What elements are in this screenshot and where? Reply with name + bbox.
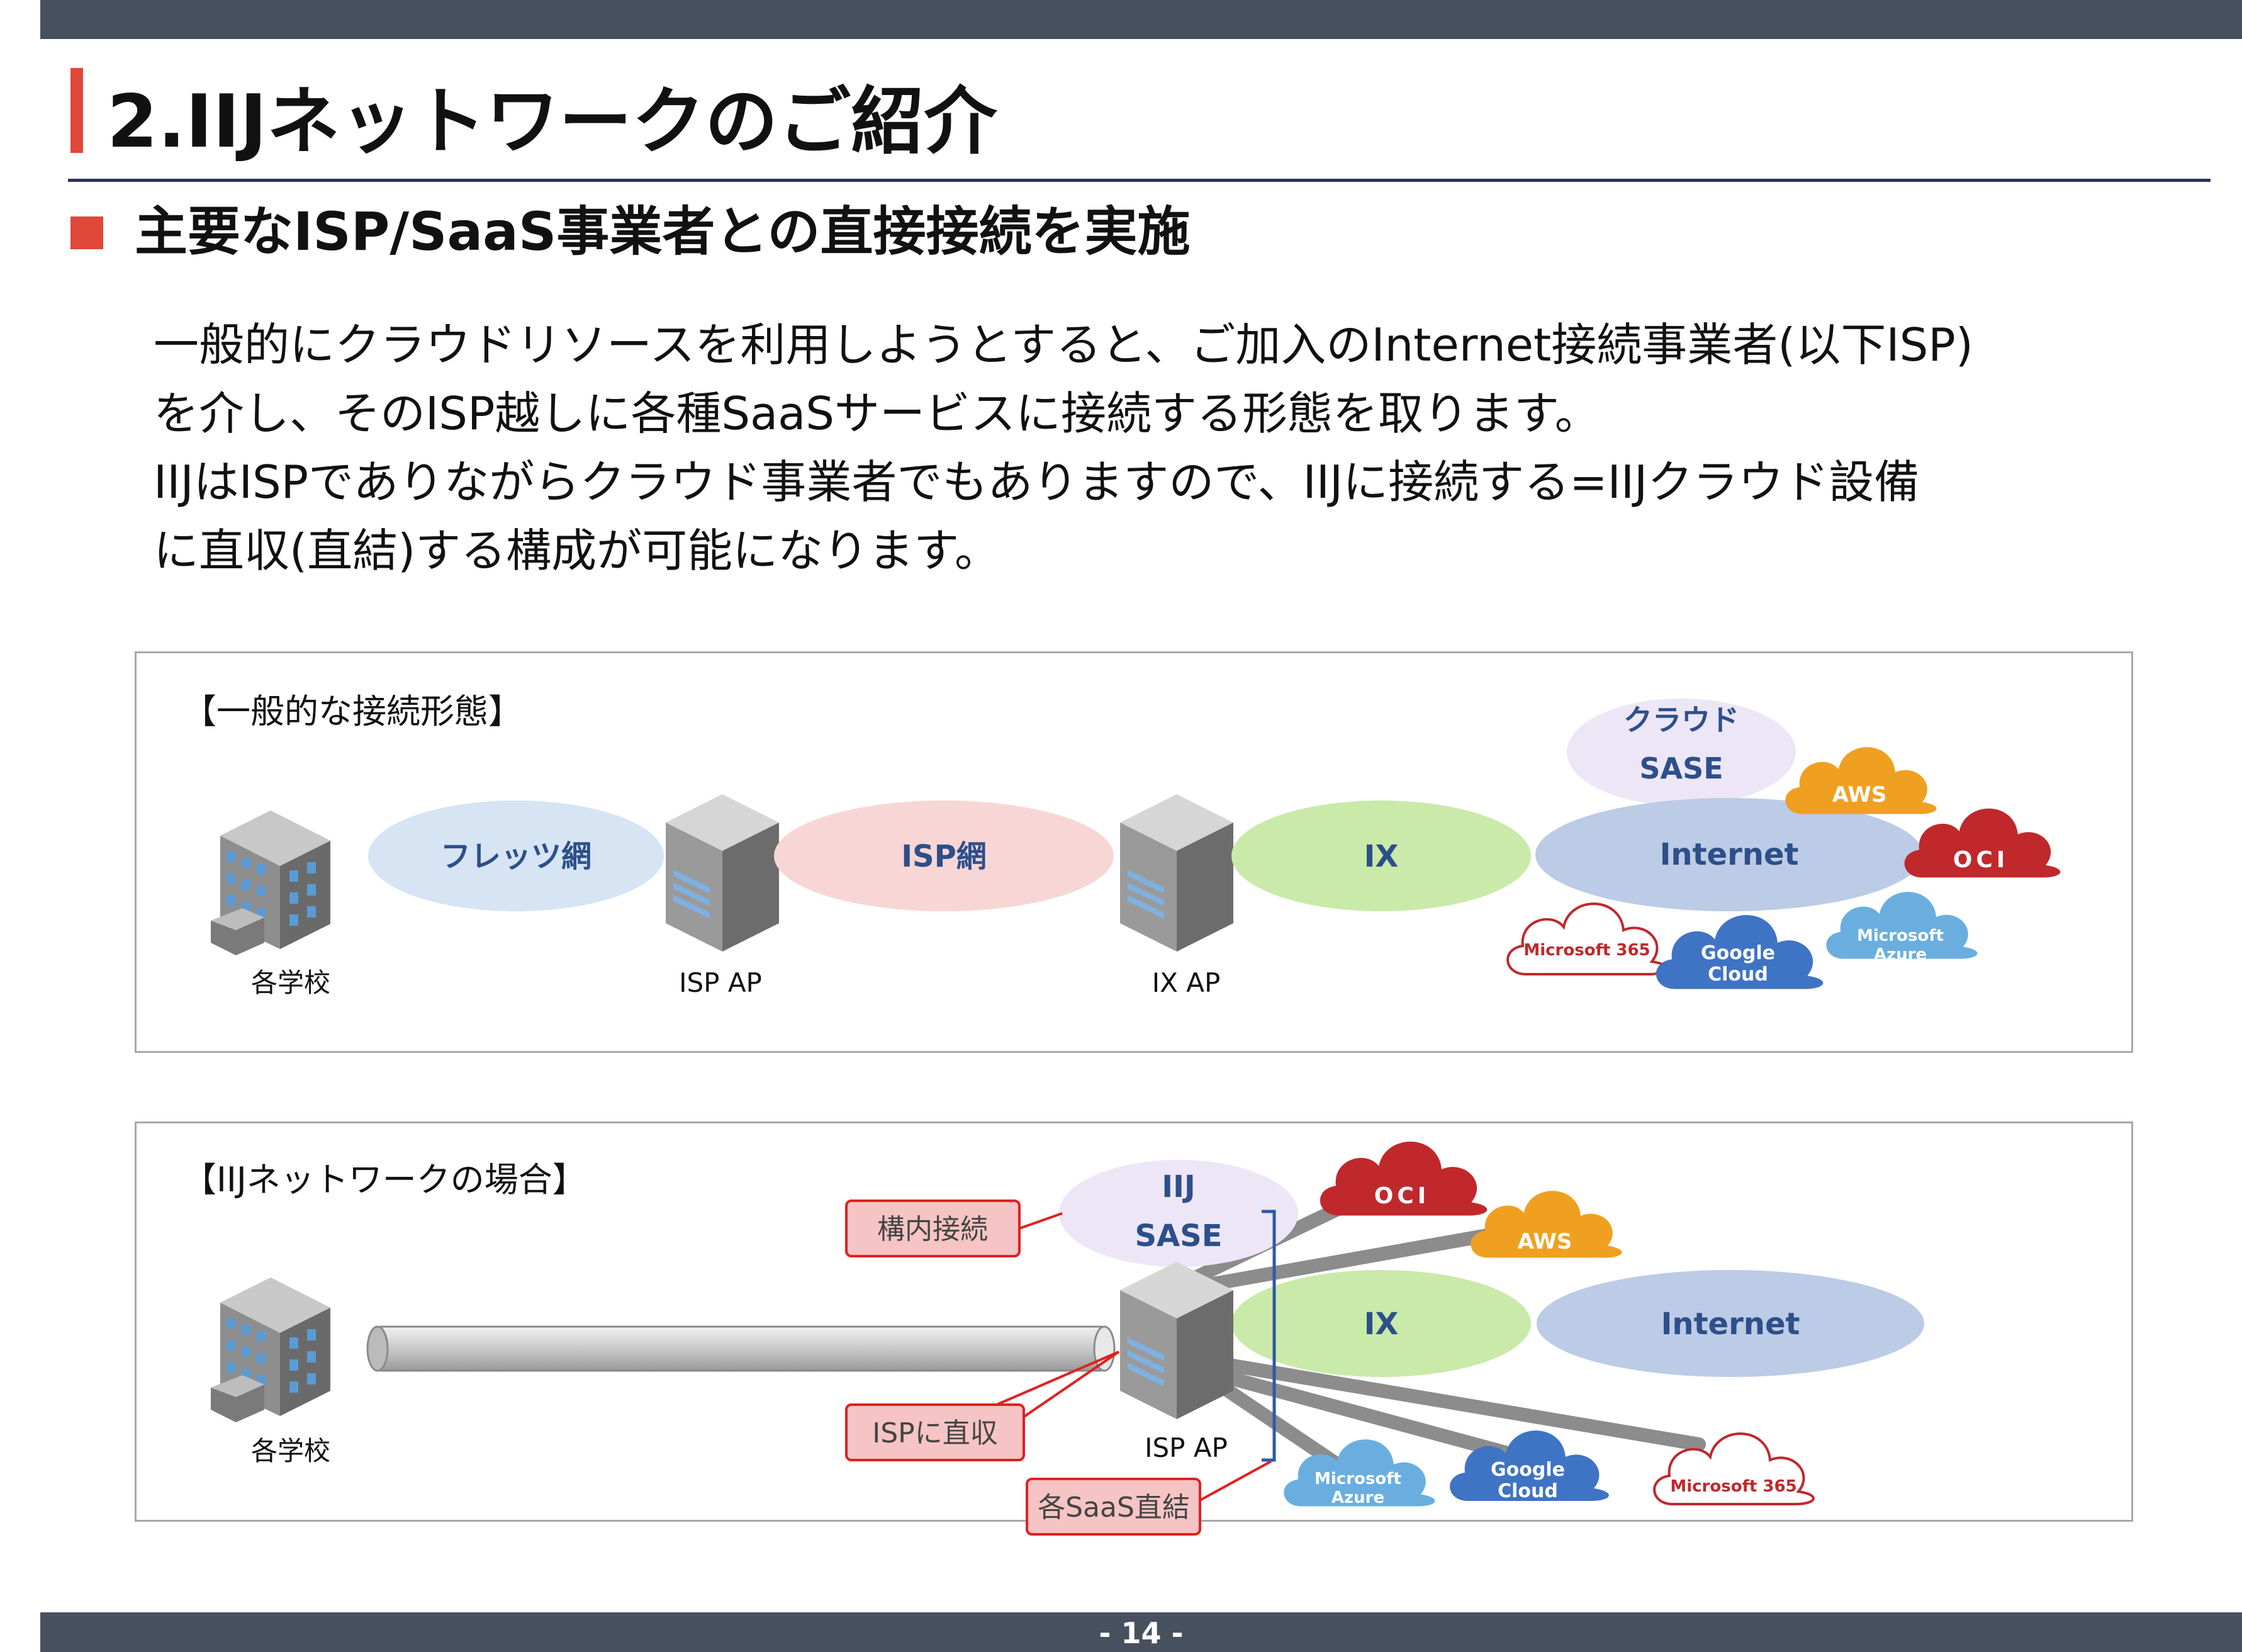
school-building-icon <box>211 811 330 955</box>
cloud-sase-label-1: クラウド <box>1623 703 1739 737</box>
microsoft-365-label-2: Microsoft 365 <box>1670 1477 1796 1496</box>
ix-ellipse <box>1231 801 1531 911</box>
ix-ap-server-icon <box>1120 794 1233 952</box>
callout-internal-pointer <box>1019 1212 1063 1230</box>
callout-saas-box <box>1026 1478 1201 1536</box>
ix-label-2: IX <box>1364 1306 1399 1342</box>
iij-sase-label-2: SASE <box>1135 1218 1222 1254</box>
ix-ap-caption: IX AP <box>1152 967 1221 998</box>
ix-label: IX <box>1364 839 1399 874</box>
school-building-icon-2 <box>211 1278 330 1422</box>
aws-label: AWS <box>1832 782 1887 807</box>
callout-saas-pointer <box>1198 1460 1272 1502</box>
azure-label-1: Microsoft <box>1857 926 1944 945</box>
cloud-sase-label-2: SASE <box>1639 751 1723 785</box>
oci-label-2: OCI <box>1374 1183 1430 1209</box>
internet-ellipse-2 <box>1537 1270 1924 1377</box>
title-accent-bar <box>70 68 83 153</box>
oci-label: OCI <box>1953 847 2009 873</box>
intro-line-1: 一般的にクラウドリソースを利用しようとすると、ご加入のInternet接続事業者… <box>154 318 1973 371</box>
internet-label-2: Internet <box>1661 1306 1800 1342</box>
intro-line-2: を介し、そのISP越しに各種SaaSサービスに接続する形態を取ります。 <box>154 387 1600 440</box>
isp-ap-server-icon <box>666 794 779 952</box>
azure-label-2: Azure <box>1874 945 1927 964</box>
section-bullet-icon <box>70 216 103 249</box>
intro-line-4: に直収(直結)する構成が可能になります。 <box>154 524 1000 577</box>
flets-network-ellipse <box>368 801 664 911</box>
general-panel-label: 【一般的な接続形態】 <box>182 692 522 731</box>
isp-network-ellipse <box>774 801 1114 911</box>
isp-ap-server-icon-2 <box>1120 1262 1233 1419</box>
isp-network-label: ISP網 <box>901 839 987 874</box>
callout-direct-pointer <box>987 1351 1120 1419</box>
school-caption: 各学校 <box>251 967 330 998</box>
section-heading: 主要なISP/SaaS事業者との直接接続を実施 <box>135 201 1191 262</box>
ix-ellipse-2 <box>1231 1270 1531 1377</box>
callout-direct-label: ISPに直収 <box>872 1417 997 1449</box>
callout-internal-box <box>845 1200 1021 1257</box>
iij-sase-label-1: IIJ <box>1162 1169 1196 1205</box>
footer-bar: - 14 - <box>40 1612 2242 1652</box>
flets-label: フレッツ網 <box>440 839 591 874</box>
google-cloud-label-2: Cloud <box>1708 964 1768 986</box>
isp-ap-caption: ISP AP <box>679 967 762 998</box>
saas-bracket <box>1262 1210 1276 1462</box>
page-title: 2.IIJネットワークのご紹介 <box>107 79 997 164</box>
aws-label-2: AWS <box>1518 1229 1572 1254</box>
azure-label-2b: Azure <box>1331 1488 1384 1507</box>
google-cloud-label-2b: Cloud <box>1498 1480 1558 1502</box>
direct-pipe <box>376 1325 1106 1372</box>
cloud-sase-ellipse <box>1567 699 1796 806</box>
microsoft-365-cloud-icon <box>1506 902 1668 975</box>
iij-sase-ellipse <box>1059 1160 1298 1267</box>
callout-saas-label: 各SaaS直結 <box>1038 1492 1190 1524</box>
callout-internal-label: 構内接続 <box>877 1213 988 1245</box>
top-bar <box>40 0 2242 39</box>
google-cloud-label-2a: Google <box>1491 1459 1565 1481</box>
title-underline <box>68 179 2211 182</box>
callout-direct-box <box>845 1403 1025 1461</box>
microsoft-365-label: Microsoft 365 <box>1523 941 1650 960</box>
azure-label-2a: Microsoft <box>1314 1469 1401 1488</box>
internet-ellipse <box>1535 798 1923 911</box>
iij-panel-label: 【IIJネットワークの場合】 <box>182 1160 586 1200</box>
google-cloud-label-1: Google <box>1701 942 1775 964</box>
isp-ap-caption-2: ISP AP <box>1145 1432 1228 1463</box>
school-caption-2: 各学校 <box>251 1436 330 1466</box>
intro-line-3: IIJはISPでありながらクラウド事業者でもありますので、IIJに接続する=II… <box>154 456 1920 509</box>
pipe-end-cap <box>1093 1325 1116 1372</box>
internet-label: Internet <box>1660 837 1799 872</box>
pipe-start-cap <box>366 1325 389 1372</box>
page-number: - 14 - <box>1099 1616 1184 1650</box>
